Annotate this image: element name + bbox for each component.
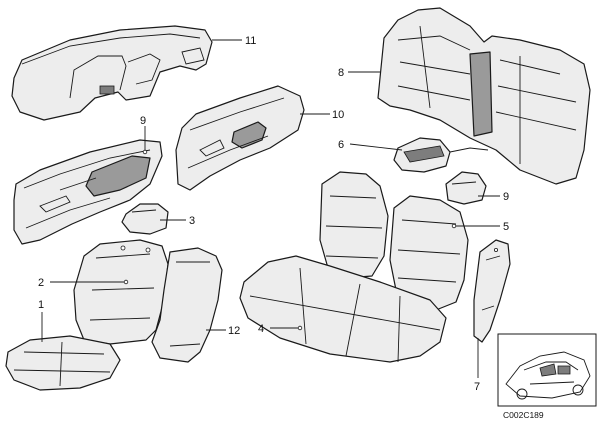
center-armrest: [393, 137, 489, 173]
rear-door-panel: [175, 85, 305, 191]
rear-headrest: [445, 171, 487, 205]
callout-8-top: 8: [338, 67, 344, 79]
reference-thumbnail: [497, 333, 597, 407]
callout-6: 6: [338, 139, 344, 151]
callout-2: 2: [38, 277, 44, 289]
reference-code: C002C189: [503, 410, 544, 420]
callout-10: 10: [332, 109, 344, 121]
callout-4: 4: [258, 323, 264, 335]
callout-9-right: 9: [503, 191, 509, 203]
front-headrest: [121, 203, 169, 235]
front-door-panel: [13, 139, 163, 245]
callout-3: 3: [189, 215, 195, 227]
dashboard-trim: [11, 25, 213, 121]
callout-9-left: 9: [140, 115, 146, 127]
callout-11: 11: [245, 35, 256, 47]
side-bolster-trim: [473, 239, 511, 343]
front-seat-cushion: [5, 335, 121, 391]
callout-7: 7: [474, 381, 480, 393]
backrest-rear-panel: [151, 247, 223, 363]
rear-backrest-section: [319, 171, 469, 311]
callout-1: 1: [38, 299, 44, 311]
callout-12: 12: [228, 325, 240, 337]
callout-5: 5: [503, 221, 509, 233]
rear-seat-cushion: [239, 255, 447, 363]
rear-backrest-upper: [377, 7, 591, 185]
front-seat-backrest: [73, 239, 169, 345]
